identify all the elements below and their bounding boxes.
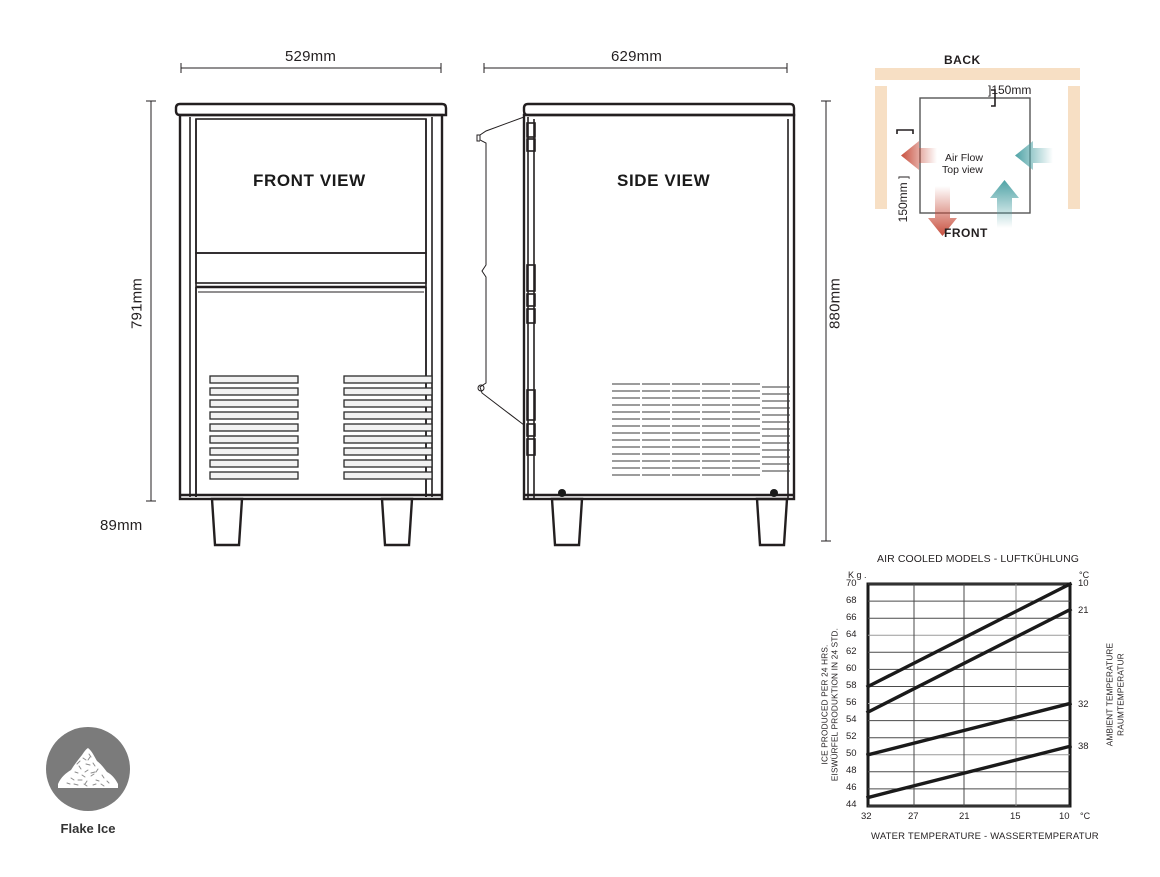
chart-ytick-50: 50: [846, 748, 857, 759]
chart-ytick-66: 66: [846, 612, 857, 623]
airflow-box-line1: Air Flow: [945, 152, 983, 164]
side-depth-dimension-line: [483, 63, 788, 73]
front-height-dimension-label: 791mm: [128, 277, 146, 330]
airflow-arrow-in-right: [1015, 141, 1053, 170]
front-leg-dimension-label: 89mm: [100, 517, 143, 534]
chart-ytick-56: 56: [846, 697, 857, 708]
airflow-clearance-top-label: ]150mm: [988, 83, 1032, 97]
chart-y2tick-10: 10: [1078, 578, 1089, 589]
front-view-label: FRONT VIEW: [253, 171, 366, 190]
flake-ice-mound-icon: [58, 748, 118, 788]
chart-ytick-62: 62: [846, 646, 857, 657]
wall-back: [875, 68, 1080, 80]
chart-xtick-27: 27: [908, 811, 919, 822]
airflow-arrow-out-front: [928, 186, 957, 236]
front-height-dimension-line: [146, 100, 156, 502]
front-view-drawing: [174, 102, 448, 547]
chart-ytick-68: 68: [846, 595, 857, 606]
chart-y2label-line2: RAUMTEMPERATUR: [1116, 653, 1126, 736]
front-vent-group-left: [209, 375, 299, 480]
chart-ytick-46: 46: [846, 782, 857, 793]
chart-y2label-line1: AMBIENT TEMPERATURE: [1105, 642, 1115, 747]
airflow-box-line2: Top view: [942, 164, 983, 176]
side-height-dimension-label: 880mm: [826, 277, 844, 330]
chart-ytick-44: 44: [846, 799, 857, 810]
badge-label: Flake Ice: [60, 821, 116, 836]
chart-y2tick-32: 32: [1078, 699, 1089, 710]
chart-title: AIR COOLED MODELS - LUFTKÜHLUNG: [877, 553, 1080, 565]
chart-series-32: [865, 701, 1073, 757]
chart-plot: [865, 581, 1073, 808]
chart-series-38: [865, 744, 1073, 800]
chart-xtick-32: 32: [861, 811, 872, 822]
chart-ytick-54: 54: [846, 714, 857, 725]
side-depth-dimension-label: 629mm: [611, 48, 663, 65]
front-width-dimension-label: 529mm: [285, 48, 337, 65]
airflow-arrow-out-left: [901, 141, 937, 170]
chart-ylabel-line2: EISWÜRFEL PRODUKTION IN 24 STD.: [830, 627, 840, 782]
chart-ytick-64: 64: [846, 629, 857, 640]
chart-xtick-15: 15: [1010, 811, 1021, 822]
airflow-front-label: FRONT: [944, 226, 988, 240]
chart-ytick-48: 48: [846, 765, 857, 776]
airflow-back-label: BACK: [944, 53, 981, 67]
chart-ylabel-line1: ICE PRODUCED PER 24 HRS.: [820, 644, 830, 765]
airflow-clearance-left-label: 150mm ]: [896, 175, 910, 223]
side-view-label: SIDE VIEW: [617, 171, 711, 190]
chart-y2tick-38: 38: [1078, 741, 1089, 752]
chart-x-unit: °C: [1080, 811, 1091, 821]
flake-ice-badge: Flake Ice: [46, 727, 158, 836]
badge-circle: [46, 727, 130, 811]
chart-ytick-58: 58: [846, 680, 857, 691]
front-vent-group-right: [343, 375, 433, 480]
side-view-drawing: [476, 102, 796, 547]
chart-ytick-60: 60: [846, 663, 857, 674]
chart-y2tick-21: 21: [1078, 605, 1089, 616]
side-vent-grid: [612, 383, 790, 476]
airflow-diagram: [875, 68, 1080, 236]
chart-y2-unit: °C: [1079, 570, 1090, 580]
wall-left: [875, 86, 887, 209]
chart-xlabel: WATER TEMPERATURE - WASSERTEMPERATUR: [871, 831, 1099, 842]
chart-ytick-52: 52: [846, 731, 857, 742]
chart-series-21: [865, 607, 1073, 715]
chart-xtick-10: 10: [1059, 811, 1070, 822]
wall-right: [1068, 86, 1080, 209]
chart-xtick-21: 21: [959, 811, 970, 822]
front-width-dimension-line: [180, 63, 442, 73]
side-height-dimension-line: [821, 100, 831, 542]
airflow-arrow-in-front: [990, 180, 1019, 228]
chart-series-10: [865, 581, 1073, 689]
chart-ytick-70: 70: [846, 578, 857, 589]
chart-y-unit: K g .: [848, 570, 867, 580]
